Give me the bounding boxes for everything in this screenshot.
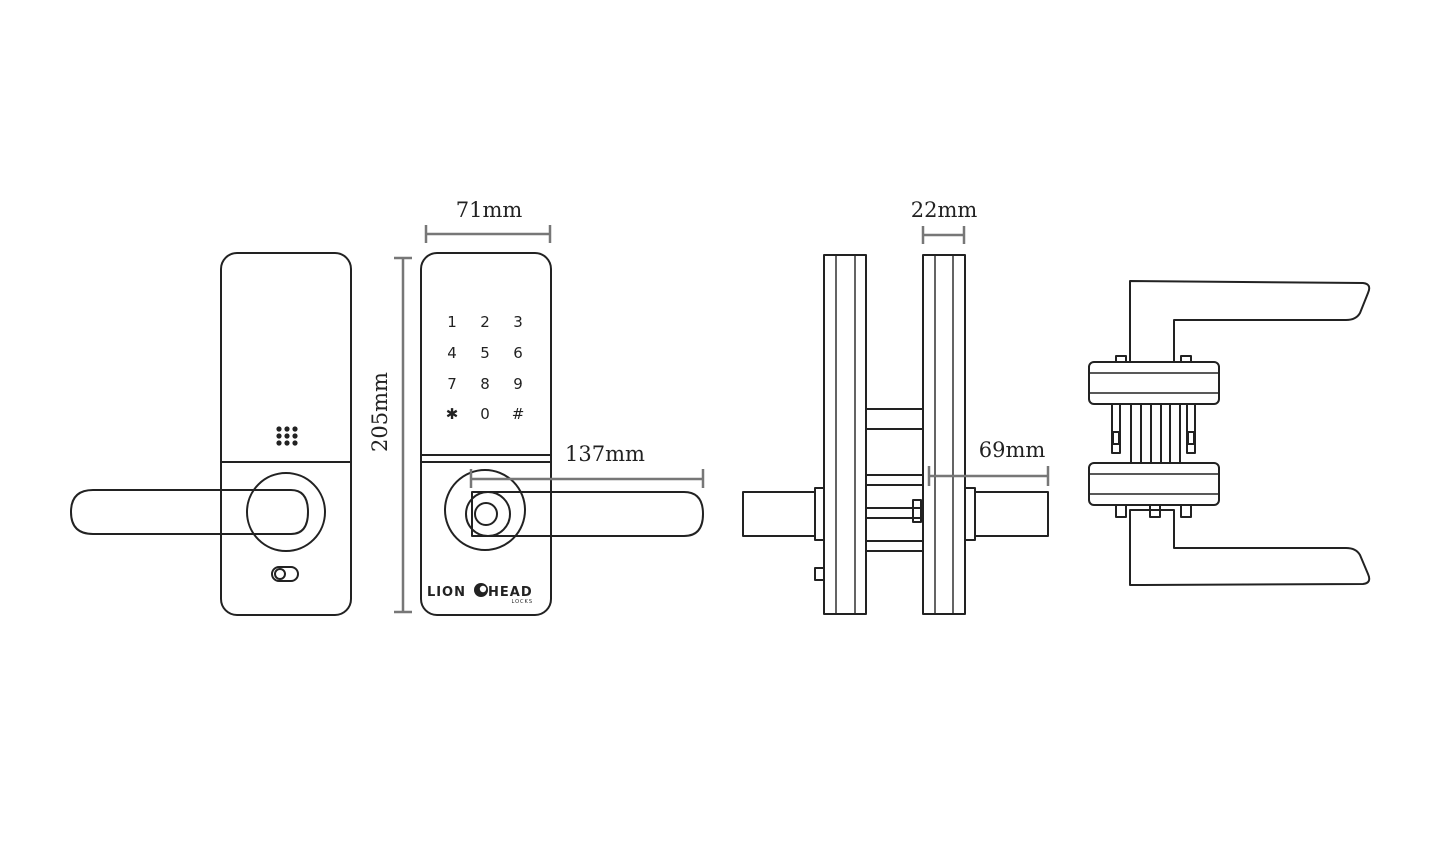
lion-head-icon — [474, 583, 488, 597]
front-plate — [420, 252, 552, 616]
dimension-handle-length: 137mm — [469, 442, 705, 488]
side-view — [742, 254, 1049, 615]
fingerprint-sensor-ring — [465, 491, 511, 537]
side-left-lever — [742, 491, 816, 537]
key-0[interactable]: 0 — [480, 405, 490, 423]
speaker-grille-icon — [276, 426, 298, 446]
top-nub-1 — [1115, 504, 1127, 518]
toggle-knob — [274, 568, 286, 580]
front-lever-handle — [471, 491, 704, 537]
lionhead-logo: LION HEAD LOCKS — [427, 583, 534, 605]
dimension-handle-label: 137mm — [565, 442, 645, 466]
front-rosette — [444, 469, 526, 551]
key-5[interactable]: 5 — [480, 344, 490, 362]
top-upper-lever — [1129, 280, 1371, 363]
side-left-plate — [823, 254, 867, 615]
top-lower-body — [1088, 462, 1220, 506]
dimension-depth: 69mm — [927, 438, 1050, 486]
key-2[interactable]: 2 — [480, 313, 490, 331]
fingerprint-sensor-icon[interactable] — [474, 502, 498, 526]
dimension-width: 71mm — [424, 198, 552, 243]
dimension-thickness-label: 22mm — [911, 198, 978, 222]
brand-name-right: HEAD — [488, 585, 533, 600]
dimension-height: 205mm — [368, 256, 412, 614]
key-6[interactable]: 6 — [513, 344, 523, 362]
top-upper-body — [1088, 361, 1220, 405]
side-bolt-nut — [912, 499, 922, 523]
key-star[interactable]: ✱ — [446, 405, 459, 423]
brand-name-left: LION — [427, 585, 466, 600]
privacy-toggle-icon — [271, 566, 299, 582]
key-hash[interactable]: # — [512, 405, 525, 423]
side-left-rose — [814, 487, 825, 541]
side-bolt-3 — [865, 540, 924, 552]
top-lower-lever — [1129, 509, 1371, 586]
top-bolts — [1111, 403, 1196, 464]
dimension-height-label: 205mm — [368, 372, 392, 452]
key-8[interactable]: 8 — [480, 375, 490, 393]
side-right-rose — [964, 487, 976, 541]
keypad: 1 2 3 4 5 6 7 8 9 ✱ 0 # — [446, 313, 525, 423]
key-7[interactable]: 7 — [447, 375, 457, 393]
key-9[interactable]: 9 — [513, 375, 523, 393]
side-connector-bar — [865, 408, 924, 430]
top-view — [1088, 280, 1371, 586]
key-3[interactable]: 3 — [513, 313, 523, 331]
back-lever-handle — [70, 489, 309, 535]
top-nub-3 — [1180, 504, 1192, 518]
side-bolt-1 — [865, 474, 924, 486]
dimension-depth-label: 69mm — [979, 438, 1046, 462]
back-view — [70, 252, 352, 616]
side-left-screw — [814, 567, 825, 581]
dimension-thickness: 22mm — [911, 198, 978, 244]
side-right-plate — [922, 254, 966, 615]
side-bolt-2 — [865, 507, 924, 519]
key-1[interactable]: 1 — [447, 313, 457, 331]
side-right-lever — [974, 491, 1049, 537]
front-view: 1 2 3 4 5 6 7 8 9 ✱ 0 # LION HEAD LOCKS — [420, 252, 704, 616]
brand-sub: LOCKS — [512, 599, 534, 605]
top-nub-5 — [1180, 355, 1192, 363]
back-plate — [220, 252, 352, 616]
top-nub-4 — [1115, 355, 1127, 363]
back-rosette — [246, 472, 326, 552]
key-4[interactable]: 4 — [447, 344, 457, 362]
dimension-width-label: 71mm — [456, 198, 523, 222]
top-nub-2 — [1149, 504, 1161, 518]
